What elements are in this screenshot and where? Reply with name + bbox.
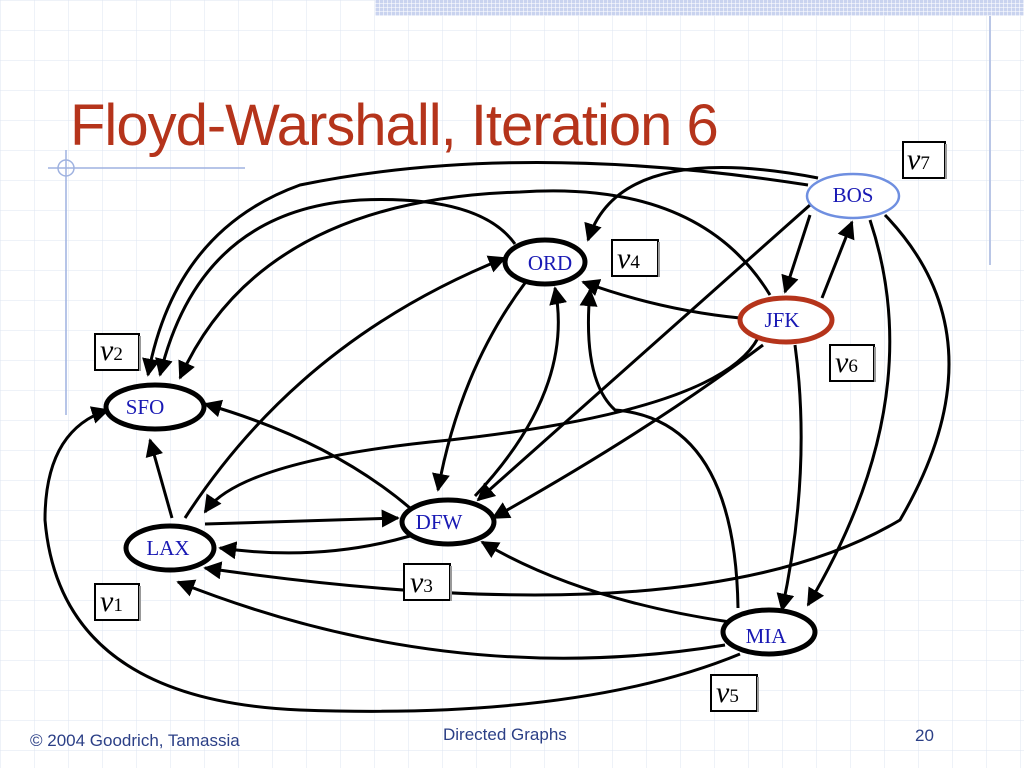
edge-jfk-mia: [776, 344, 803, 612]
node-sfo[interactable]: SFO: [103, 382, 207, 432]
edge-mia-dfw: [480, 540, 731, 624]
slide-title: Floyd-Warshall, Iteration 6: [70, 93, 719, 158]
vertex-label-ord: v4: [611, 239, 660, 277]
node-label: BOS: [833, 183, 874, 207]
edge-bos-lax: [203, 213, 951, 597]
vertex-label-bos: v7: [902, 141, 947, 179]
node-label: LAX: [146, 536, 189, 560]
node-lax[interactable]: LAX: [123, 523, 217, 573]
svg-text:v4: v4: [617, 242, 640, 275]
edge-ord-dfw: [432, 282, 527, 492]
edge-jfk-ord: [581, 279, 741, 320]
svg-text:v7: v7: [907, 143, 930, 176]
node-label: JFK: [764, 308, 799, 332]
node-label: MIA: [746, 624, 788, 648]
edge-lax-sfo: [145, 438, 174, 519]
top-decorative-band: [375, 0, 1024, 16]
svg-text:v2: v2: [100, 334, 123, 367]
vertex-label-sfo: v2: [94, 333, 141, 371]
edge-jfk-sfo: [178, 189, 772, 380]
node-bos[interactable]: BOS: [805, 172, 901, 220]
footer-copyright: © 2004 Goodrich, Tamassia: [30, 731, 240, 750]
vertex-label-dfw: v3: [403, 563, 452, 601]
edge-lax-dfw: [204, 509, 400, 528]
edge-mia-sfo: [43, 406, 741, 713]
svg-text:v3: v3: [410, 566, 433, 599]
edge-mia-ord: [579, 288, 740, 609]
node-ord[interactable]: ORD: [502, 237, 588, 287]
svg-text:v1: v1: [100, 585, 123, 618]
node-dfw[interactable]: DFW: [399, 497, 497, 547]
edge-jfk-lax: [203, 337, 760, 514]
vertex-label-jfk: v6: [829, 344, 876, 382]
page-number: 20: [915, 726, 934, 745]
edge-dfw-lax: [218, 534, 411, 560]
node-label: SFO: [126, 395, 165, 419]
svg-text:v6: v6: [835, 346, 858, 379]
edge-jfk-bos: [820, 220, 855, 299]
edge-dfw-sfo: [203, 399, 411, 510]
edge-bos-mia: [806, 219, 892, 607]
edge-bos-ord: [584, 166, 819, 242]
edge-bos-sfo: [142, 161, 809, 377]
edge-bos-dfw: [476, 203, 811, 502]
node-jfk[interactable]: JFK: [737, 295, 835, 345]
vertex-label-mia: v5: [710, 674, 759, 712]
footer-section-title: Directed Graphs: [443, 725, 567, 744]
node-mia[interactable]: MIA: [720, 607, 818, 657]
node-label: DFW: [416, 510, 463, 534]
svg-text:v5: v5: [716, 676, 739, 709]
edge-mia-lax: [176, 579, 726, 660]
edge-dfw-ord: [473, 286, 567, 498]
edge-lax-ord: [183, 255, 507, 519]
edge-bos-jfk: [781, 214, 812, 294]
node-label: ORD: [528, 251, 572, 275]
edge-ord-sfo: [155, 198, 517, 377]
vertex-label-lax: v1: [94, 583, 141, 621]
